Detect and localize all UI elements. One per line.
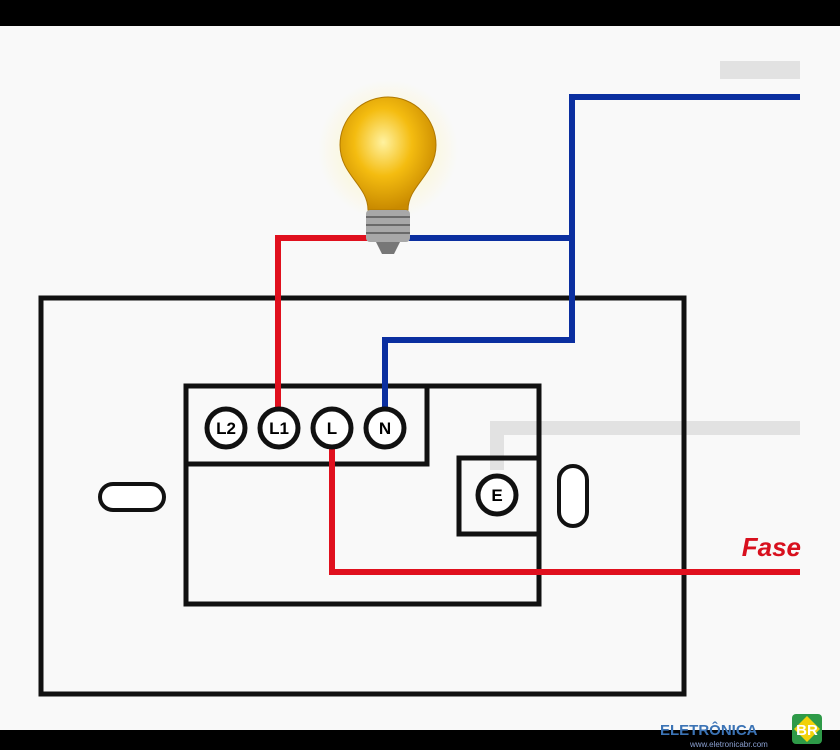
terminal-label: L2 (216, 419, 236, 438)
terminal-label: E (491, 486, 502, 505)
light-bulb-icon (318, 80, 458, 254)
neutral-wire-supply (569, 94, 800, 340)
phase-wire-supply (329, 448, 800, 575)
terminal-n: N (363, 406, 407, 450)
top-bar (0, 0, 840, 26)
bottom-bar (0, 730, 840, 750)
switch-plate (38, 295, 687, 697)
watermark-url: www.eletronicabr.com (689, 740, 768, 749)
terminal-l: L (310, 406, 354, 450)
terminal-l1: L1 (257, 406, 301, 450)
terminal-label: L1 (269, 419, 289, 438)
phase-wire-to-bulb (275, 235, 368, 408)
terminal-label: N (379, 419, 391, 438)
faded-earth-wire (490, 61, 800, 470)
terminal-l2: L2 (204, 406, 248, 450)
right-mounting-slot (557, 464, 589, 528)
watermark-logo: ELETRÔNICA BR www.eletronicabr.com (660, 714, 822, 749)
watermark-suffix: BR (796, 722, 818, 739)
phase-label: Fase (742, 532, 801, 562)
watermark-brand: ELETRÔNICA (660, 721, 758, 739)
terminal-strip (183, 383, 430, 467)
earth-box (456, 455, 542, 537)
left-mounting-slot (98, 482, 166, 512)
neutral-wire-to-switch (382, 337, 575, 408)
terminal-label: L (327, 419, 337, 438)
terminal-e: E (475, 473, 519, 517)
